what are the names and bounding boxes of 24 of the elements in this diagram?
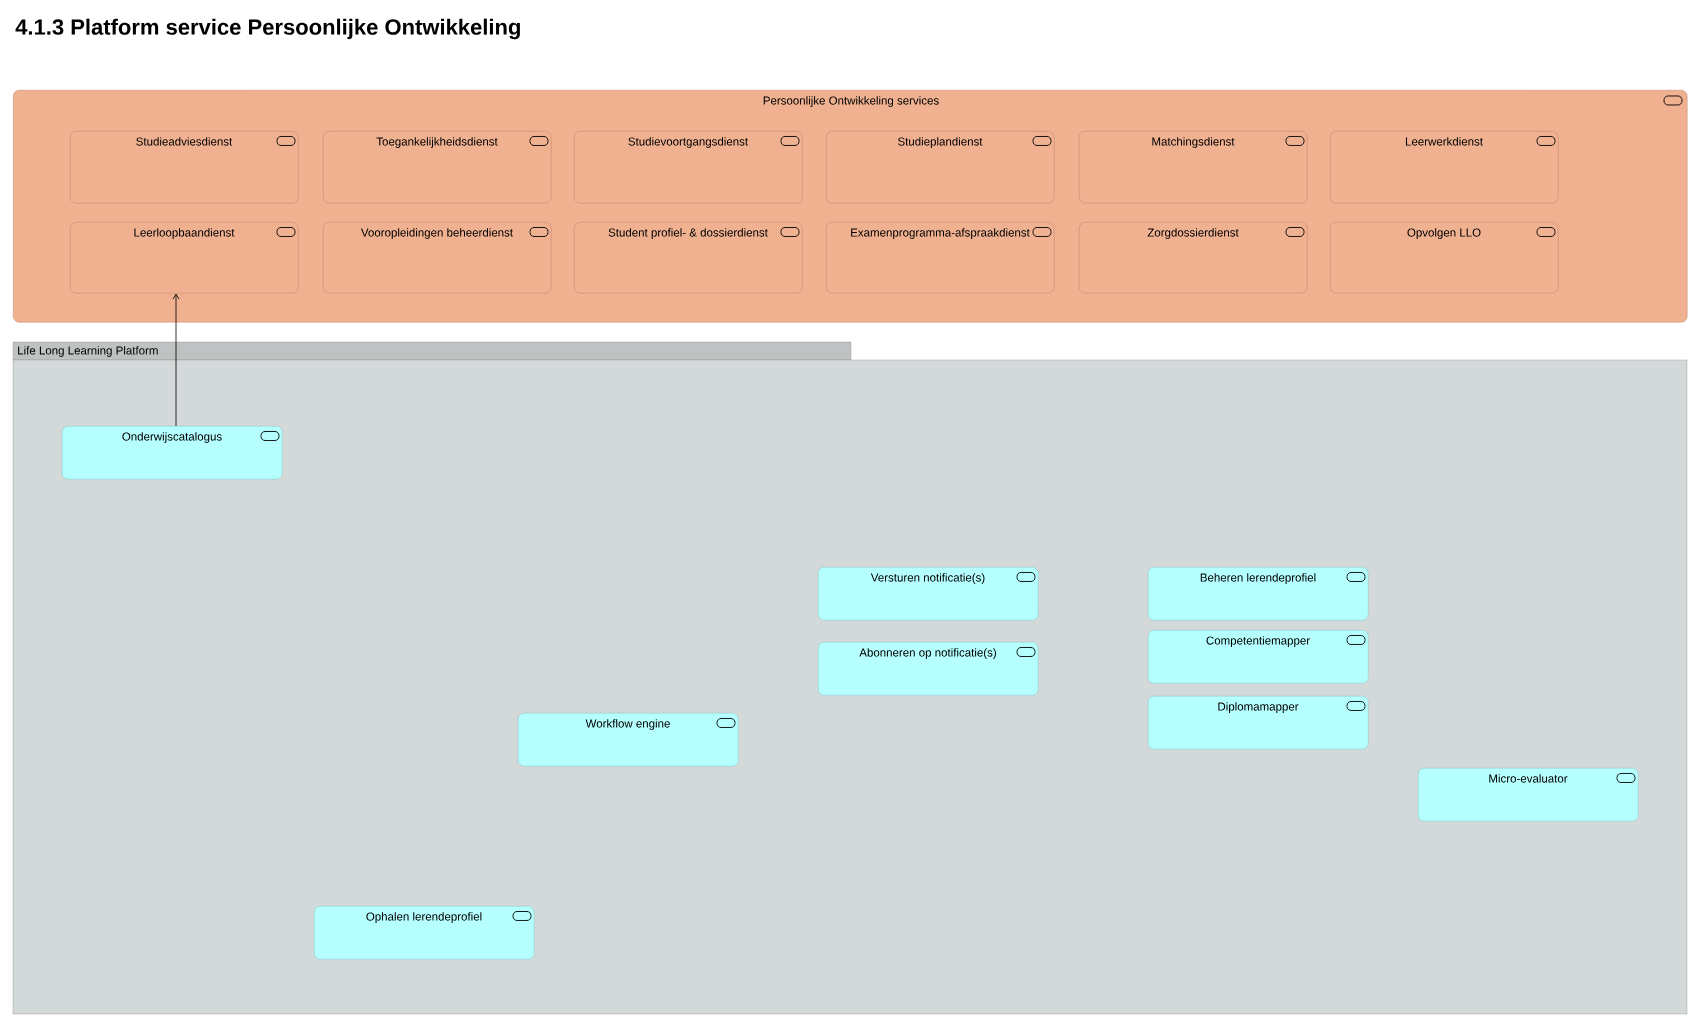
service-box: Studieplandienst [826,131,1055,204]
arrow [172,293,180,427]
service-box: Leerwerkdienst [1330,131,1559,204]
service-box: Student profiel- & dossierdienst [574,222,803,294]
service-box: Matchingsdienst [1079,131,1308,204]
service-box: Micro-evaluator [1418,768,1639,822]
service-box: Onderwijscatalogus [62,426,283,480]
node-label: Life Long Learning Platform [18,346,158,357]
service-box: Workflow engine [518,712,739,767]
service-box: Examenprogramma-afspraakdienst [826,222,1055,294]
service-box: Beheren lerendeprofiel [1148,566,1369,621]
service-box: Leerloopbaandienst [70,222,299,294]
service-box: Diplomamapper [1148,695,1369,750]
service-box: Competentiemapper [1148,629,1369,684]
service-box: Toegankelijkheidsdienst [323,131,552,204]
service-box: Studievoortgangsdienst [574,131,803,204]
service-box: Opvolgen LLO [1330,222,1559,294]
service-box: Ophalen lerendeprofiel [314,905,535,960]
service-box: Studieadviesdienst [70,131,299,204]
service-box: Vooropleidingen beheerdienst [323,222,552,294]
page-title: 4.1.3 Platform service Persoonlijke Ontwikkeling [15,18,520,40]
service-box: Abonneren op notificatie(s) [818,642,1039,696]
service-box: Versturen notificatie(s) [818,566,1039,621]
service-box: Zorgdossierdienst [1079,222,1308,294]
